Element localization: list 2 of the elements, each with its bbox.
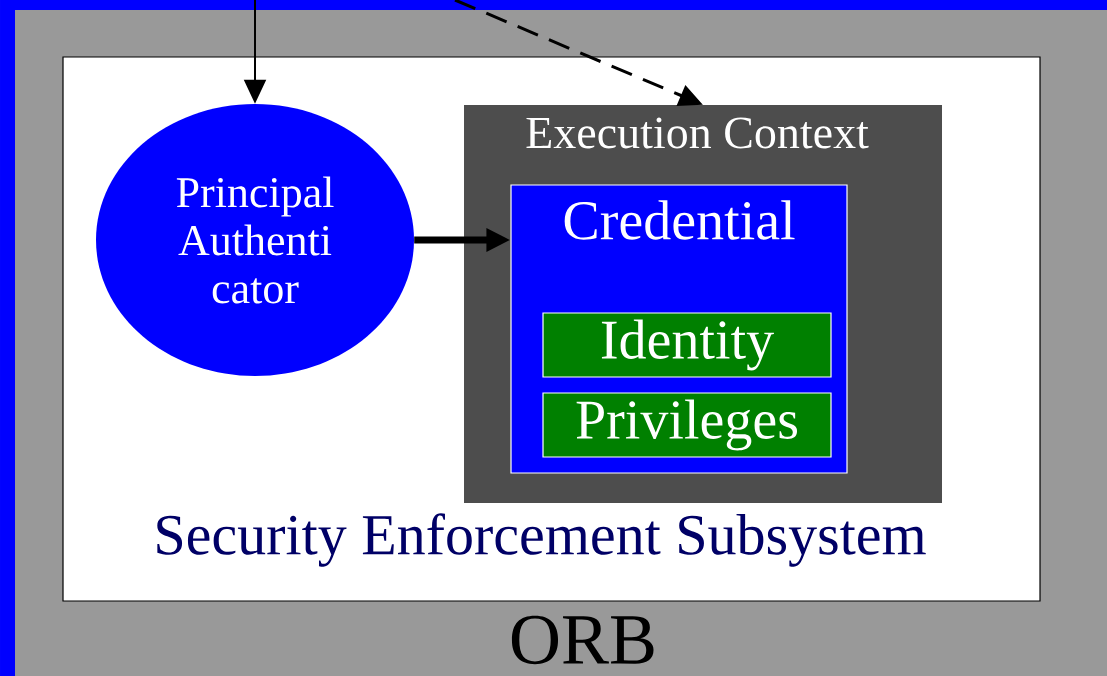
attribute-box: Identity	[542, 312, 832, 378]
attribute-box: Privileges	[542, 392, 832, 458]
